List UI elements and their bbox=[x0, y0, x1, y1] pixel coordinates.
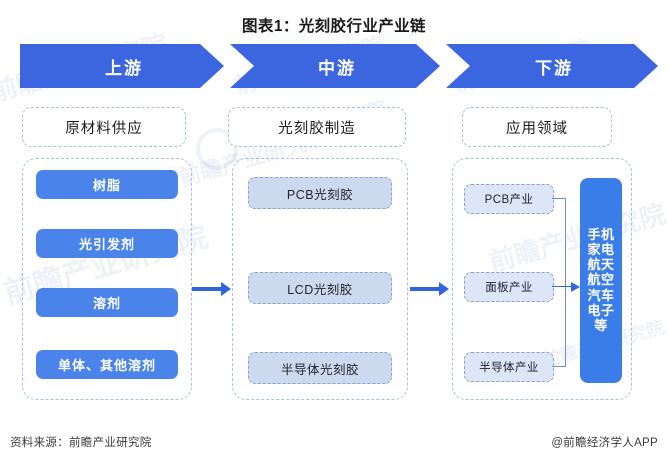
applications-box: 手机 家电 航天 航空 汽车 电子 等 bbox=[580, 178, 622, 383]
stage-banner-downstream-label: 下游 bbox=[535, 58, 573, 78]
stage-banner-upstream: 上游 bbox=[20, 44, 224, 88]
connector-bus-line bbox=[565, 198, 567, 366]
application-item: 手机 bbox=[587, 227, 615, 243]
account-watermark: @前瞻经济学人APP bbox=[551, 437, 658, 449]
arrow-midstream-to-downstream-icon bbox=[410, 282, 449, 296]
stage-banner-midstream: 中游 bbox=[230, 44, 440, 88]
connector-line bbox=[552, 198, 566, 200]
application-item: 电子 bbox=[587, 302, 615, 318]
application-item: 等 bbox=[594, 317, 608, 333]
application-item: 家电 bbox=[587, 242, 615, 258]
column-header-downstream: 应用领域 bbox=[462, 107, 612, 147]
column-container-midstream bbox=[232, 158, 408, 400]
downstream-item: 半导体产业 bbox=[464, 352, 554, 382]
application-item: 航空 bbox=[587, 272, 615, 288]
source-note: 资料来源：前瞻产业研究院 bbox=[10, 437, 152, 449]
stage-banner-downstream: 下游 bbox=[446, 44, 658, 88]
arrow-upstream-to-midstream-icon bbox=[192, 282, 231, 296]
midstream-item: LCD光刻胶 bbox=[248, 272, 392, 304]
upstream-item: 光引发剂 bbox=[36, 229, 178, 258]
arrow-to-applications-icon bbox=[552, 282, 580, 291]
application-item: 航天 bbox=[587, 257, 615, 273]
column-header-midstream: 光刻胶制造 bbox=[228, 107, 406, 147]
upstream-item: 单体、其他溶剂 bbox=[36, 350, 178, 379]
downstream-item: PCB产业 bbox=[464, 184, 554, 214]
column-container-upstream bbox=[22, 158, 192, 400]
chart-title: 图表1：光刻胶行业产业链 bbox=[242, 18, 426, 35]
upstream-item: 溶剂 bbox=[36, 288, 178, 317]
stage-banner-midstream-label: 中游 bbox=[318, 58, 356, 78]
upstream-item: 树脂 bbox=[36, 170, 178, 199]
midstream-item: PCB光刻胶 bbox=[248, 177, 392, 209]
connector-line bbox=[552, 366, 566, 368]
stage-banner-upstream-label: 上游 bbox=[105, 58, 143, 78]
downstream-item: 面板产业 bbox=[464, 272, 554, 302]
column-container-downstream bbox=[452, 158, 632, 400]
midstream-item: 半导体光刻胶 bbox=[248, 352, 392, 384]
application-item: 汽车 bbox=[587, 287, 615, 303]
column-header-upstream: 原材料供应 bbox=[22, 107, 186, 147]
